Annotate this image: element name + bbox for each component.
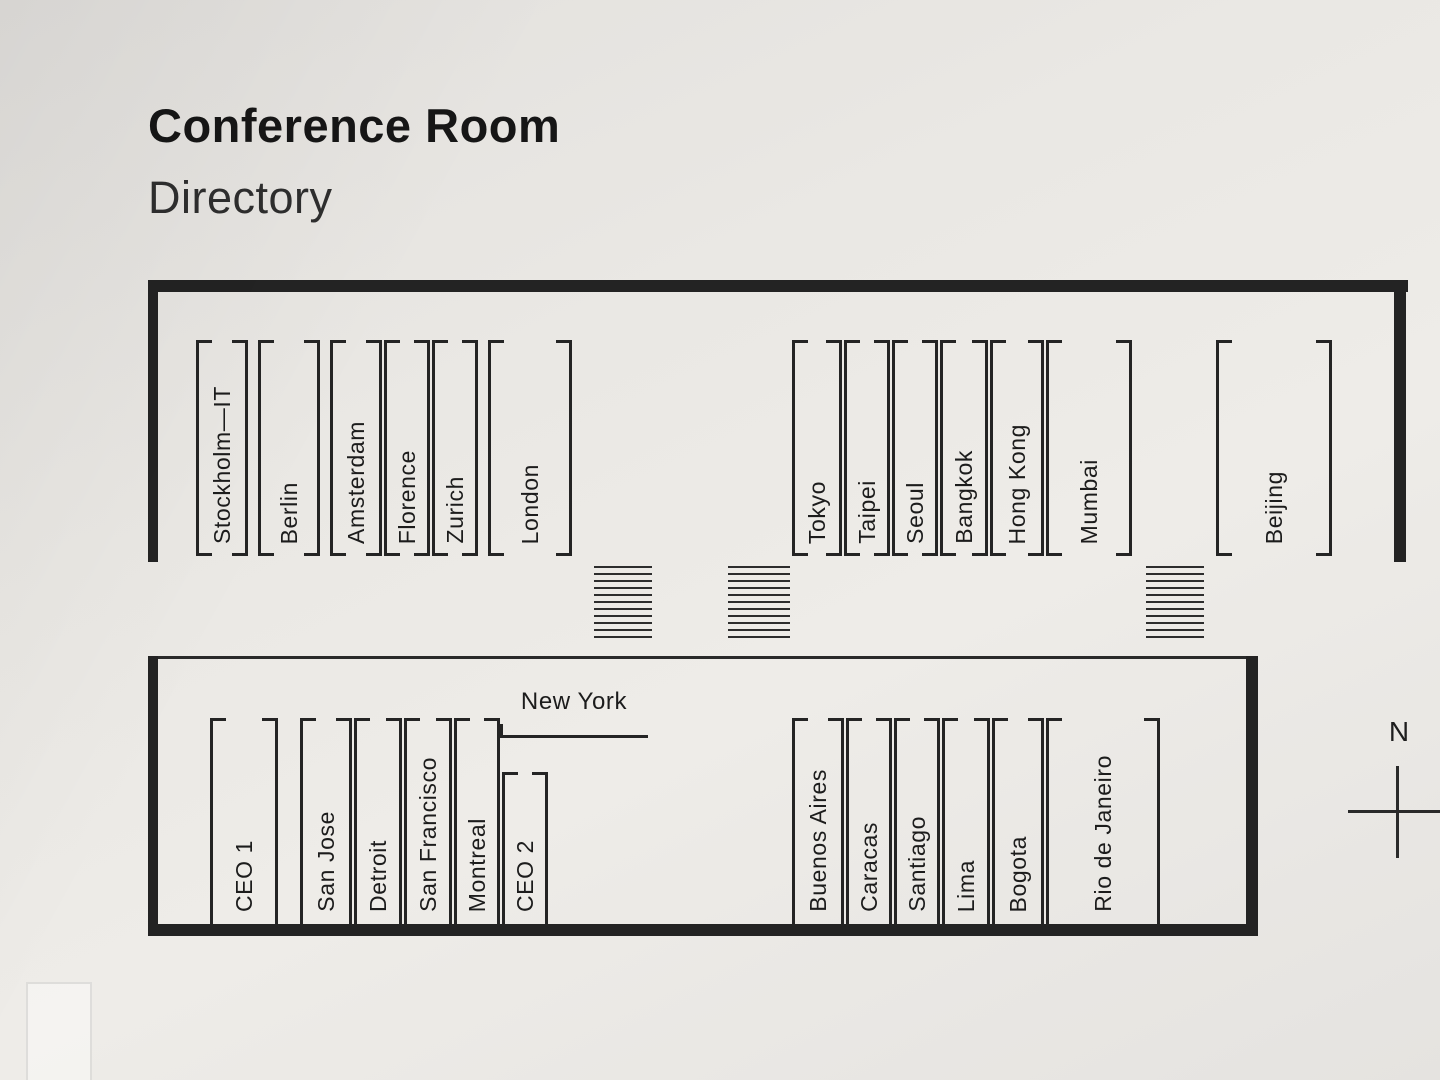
room-santiago: Santiago bbox=[894, 718, 940, 926]
room-label: Zurich bbox=[441, 476, 468, 544]
room-san-francisco: San Francisco bbox=[404, 718, 452, 926]
room-amsterdam: Amsterdam bbox=[330, 340, 382, 556]
north-wing-top-wall bbox=[148, 280, 1408, 292]
room-label: Taipei bbox=[853, 480, 880, 544]
room-label: Bogota bbox=[1004, 835, 1031, 913]
room-tokyo: Tokyo bbox=[792, 340, 842, 556]
room-detroit: Detroit bbox=[354, 718, 402, 926]
room-label: Beijing bbox=[1260, 470, 1287, 544]
north-wing-right-wall bbox=[1394, 280, 1406, 562]
room-label: Amsterdam bbox=[342, 421, 369, 544]
room-label: Montreal bbox=[463, 817, 490, 912]
room-label: San Francisco bbox=[414, 757, 441, 912]
room-ceo-1: CEO 1 bbox=[210, 718, 278, 926]
room-label: Hong Kong bbox=[1003, 423, 1030, 545]
room-bangkok: Bangkok bbox=[940, 340, 988, 556]
sign-subtitle: Directory bbox=[148, 172, 333, 223]
room-ceo-2: CEO 2 bbox=[502, 772, 548, 926]
room-label: Florence bbox=[393, 449, 420, 544]
room-label: CEO 1 bbox=[230, 839, 257, 912]
room-label: Detroit bbox=[364, 840, 391, 912]
room-san-jose: San Jose bbox=[300, 718, 352, 926]
room-label: CEO 2 bbox=[511, 839, 538, 912]
room-label: Caracas bbox=[855, 822, 882, 912]
stairs-hatching-east bbox=[1146, 566, 1204, 640]
light-switch-plate bbox=[26, 982, 92, 1080]
room-label: Berlin bbox=[275, 481, 302, 544]
room-caracas: Caracas bbox=[846, 718, 892, 926]
room-label: Stockholm—IT bbox=[208, 385, 235, 544]
room-stockholm-it: Stockholm—IT bbox=[196, 340, 248, 556]
room-rio-de-janeiro: Rio de Janeiro bbox=[1046, 718, 1160, 926]
room-london: London bbox=[488, 340, 572, 556]
room-label: Seoul bbox=[901, 482, 928, 544]
room-bogota: Bogota bbox=[992, 718, 1044, 926]
room-label: Bangkok bbox=[950, 450, 977, 544]
north-wing-left-wall bbox=[148, 280, 158, 562]
room-label: San Jose bbox=[312, 811, 339, 912]
room-seoul: Seoul bbox=[892, 340, 938, 556]
room-montreal: Montreal bbox=[454, 718, 500, 926]
room-lima: Lima bbox=[942, 718, 990, 926]
room-new-york-label: New York bbox=[520, 688, 628, 715]
stairs-hatching-west bbox=[594, 566, 652, 640]
room-berlin: Berlin bbox=[258, 340, 320, 556]
room-florence: Florence bbox=[384, 340, 430, 556]
room-mumbai: Mumbai bbox=[1046, 340, 1132, 556]
south-wing-top-wall bbox=[148, 656, 1258, 659]
room-label: Rio de Janeiro bbox=[1089, 755, 1116, 912]
room-label: Buenos Aires bbox=[804, 769, 831, 912]
room-zurich: Zurich bbox=[432, 340, 478, 556]
south-wing-left-wall bbox=[148, 656, 158, 936]
room-label: Tokyo bbox=[803, 480, 830, 544]
room-label: London bbox=[516, 463, 543, 544]
compass-north-label: N bbox=[1388, 716, 1410, 747]
room-new-york-wall bbox=[500, 724, 648, 738]
sign-title: Conference Room bbox=[148, 99, 561, 152]
room-hong-kong: Hong Kong bbox=[990, 340, 1044, 556]
south-wing-bottom-wall bbox=[148, 924, 1258, 936]
room-taipei: Taipei bbox=[844, 340, 890, 556]
room-label: Santiago bbox=[903, 816, 930, 912]
room-label: Mumbai bbox=[1075, 458, 1102, 544]
south-wing-right-wall bbox=[1246, 656, 1258, 936]
stairs-hatching-center bbox=[728, 566, 790, 640]
room-buenos-aires: Buenos Aires bbox=[792, 718, 844, 926]
room-beijing: Beijing bbox=[1216, 340, 1332, 556]
room-label: Lima bbox=[952, 859, 979, 912]
compass-horizontal-line bbox=[1348, 810, 1440, 813]
